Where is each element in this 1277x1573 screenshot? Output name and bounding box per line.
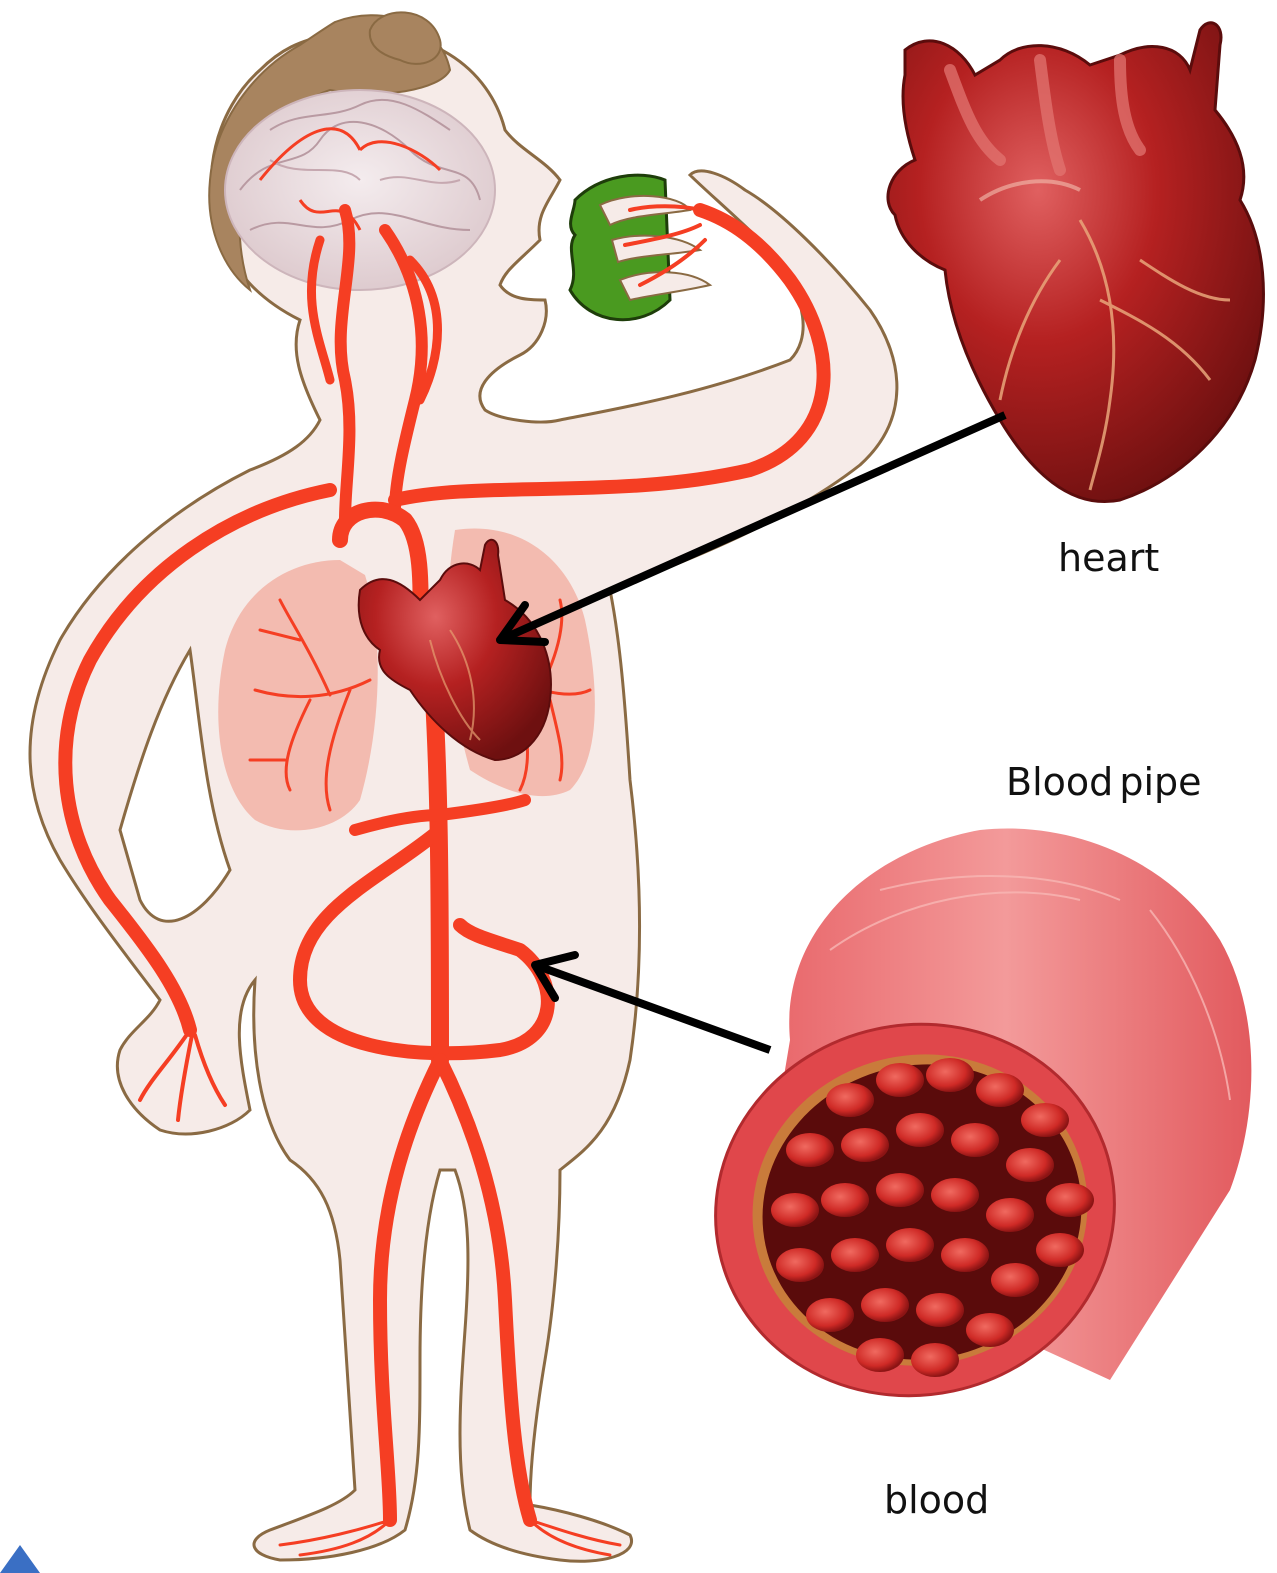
heart-illustration	[888, 23, 1263, 502]
blood-pipe-label: Blood pipe	[1006, 760, 1202, 804]
heart-label: heart	[1058, 536, 1159, 580]
brain	[225, 90, 495, 290]
corner-marker	[0, 1545, 40, 1573]
blood-label: blood	[884, 1478, 989, 1522]
blood-vessel-illustration	[681, 828, 1251, 1432]
